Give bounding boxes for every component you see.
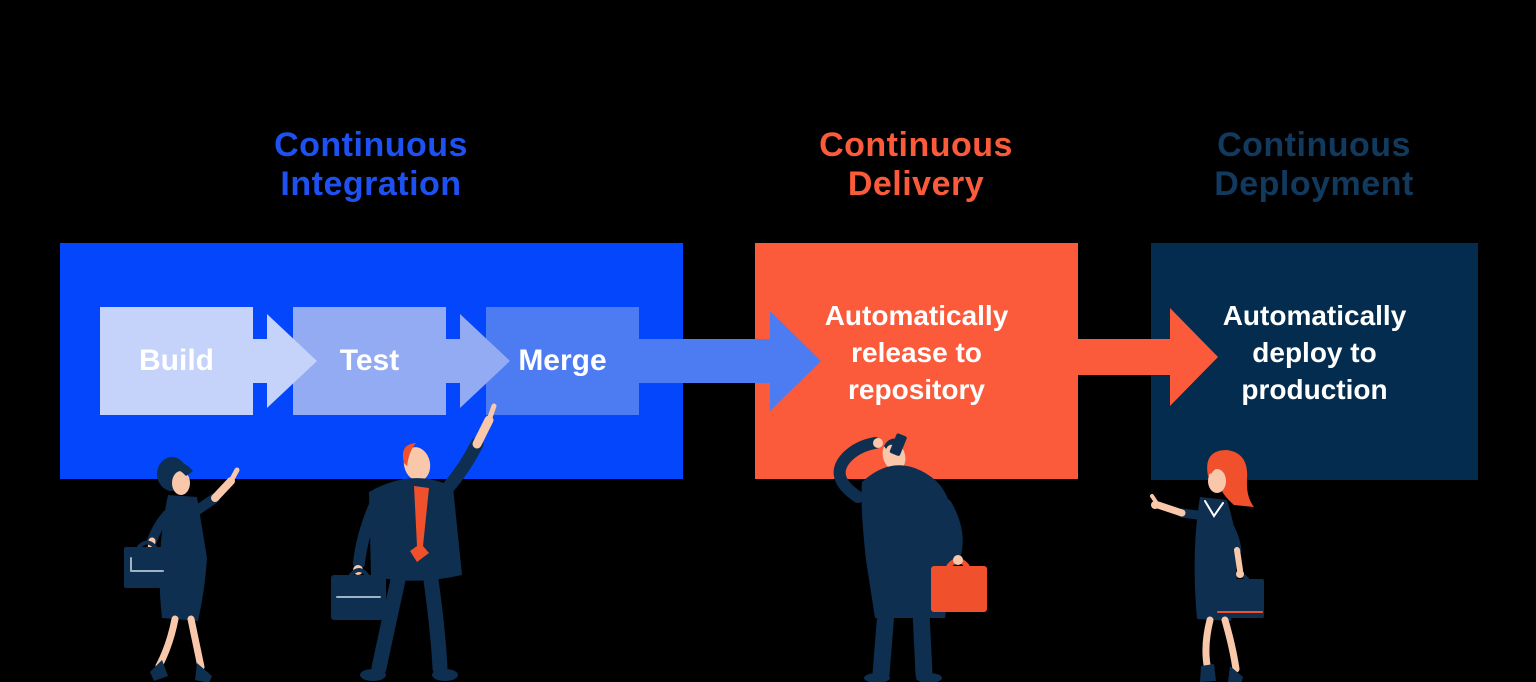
title-line: Delivery xyxy=(847,165,985,203)
businesswoman-pointing-illustration xyxy=(124,457,240,682)
build-step-box: Build xyxy=(100,307,253,415)
title-line: Continuous xyxy=(819,126,1013,164)
delivery-description: Automatically release to repository xyxy=(755,297,1078,408)
businesswoman-presenting-illustration xyxy=(1150,450,1264,682)
continuous-delivery-panel: Automatically release to repository xyxy=(755,243,1078,479)
continuous-deployment-title: Continuous Deployment xyxy=(1104,126,1524,204)
merge-step-label: Merge xyxy=(518,344,607,377)
deployment-line: Automatically xyxy=(1222,300,1407,331)
delivery-line: repository xyxy=(848,374,985,405)
merge-step-box: Merge xyxy=(486,307,639,415)
continuous-delivery-title: Continuous Delivery xyxy=(706,126,1126,204)
build-step-label: Build xyxy=(139,344,214,377)
deployment-line: production xyxy=(1241,374,1388,405)
test-step-box: Test xyxy=(293,307,446,415)
deployment-line: deploy to xyxy=(1252,337,1377,368)
delivery-line: Automatically xyxy=(824,300,1009,331)
delivery-line: release to xyxy=(851,337,982,368)
deployment-description: Automatically deploy to production xyxy=(1151,297,1478,408)
title-line: Integration xyxy=(280,165,462,203)
continuous-deployment-panel: Automatically deploy to production xyxy=(1151,243,1478,480)
title-line: Continuous xyxy=(274,126,468,164)
continuous-integration-title: Continuous Integration xyxy=(161,126,581,204)
title-line: Deployment xyxy=(1214,165,1414,203)
test-step-label: Test xyxy=(339,344,400,377)
title-line: Continuous xyxy=(1217,126,1411,164)
